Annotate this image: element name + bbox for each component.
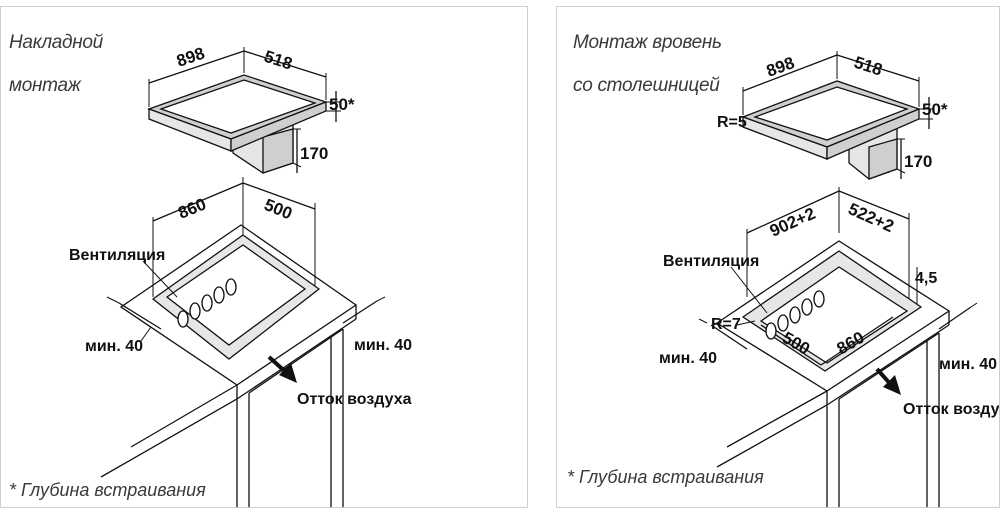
ventilation-holes [177, 278, 237, 328]
ventilation-label: Вентиляция [69, 247, 165, 264]
dim-box: 170 [300, 144, 328, 163]
hob-dimension-lines [742, 51, 933, 179]
footnote: * Глубина встраивания [567, 467, 764, 487]
airflow-label: Отток воздуха [903, 401, 1000, 418]
countertop [715, 240, 951, 507]
dim-depth: 518 [262, 47, 295, 74]
min-right-label: мин. 40 [939, 356, 997, 373]
radius-cut-leader [736, 320, 756, 326]
cutout-dimension-lines [746, 187, 918, 307]
panel-title-line2: монтаж [9, 75, 82, 96]
ventilation-leader [142, 260, 178, 298]
min-left-label: мин. 40 [659, 350, 717, 367]
footnote: * Глубина встраивания [9, 480, 206, 500]
flush-mount-drawing: Монтаж вровень со столешницей [567, 32, 1000, 507]
panel-title-line1: Накладной [9, 32, 104, 53]
radius-cut-label: R=7 [711, 316, 741, 333]
dim-width: 898 [174, 44, 207, 71]
ventilation-holes [765, 290, 825, 340]
dim-height: 50* [922, 100, 948, 119]
min-left-label: мин. 40 [85, 338, 143, 355]
ventilation-leader [730, 266, 768, 314]
cut-width: 902+2 [767, 204, 818, 241]
cut-width: 860 [175, 194, 208, 222]
hob-glass-top [147, 74, 328, 152]
min-clearance-left-marker [698, 318, 748, 350]
airflow-arrow-icon [267, 355, 297, 383]
panel-title-line2: со столешницей [573, 75, 720, 96]
dim-depth: 518 [852, 53, 885, 80]
radius-top-label: R=5 [717, 114, 747, 131]
min-clearance-left-marker [106, 296, 162, 342]
surface-mount-panel: Накладной монтаж [0, 6, 528, 508]
hob-dimension-lines [148, 47, 341, 173]
min-clearance-right-marker [938, 302, 978, 330]
flush-mount-panel: Монтаж вровень со столешницей [556, 6, 1000, 508]
dim-width: 898 [764, 53, 797, 81]
hob-glass-top [741, 80, 921, 160]
ventilation-label: Вентиляция [663, 253, 759, 270]
surface-mount-drawing: Накладной монтаж [9, 32, 412, 507]
airflow-arrow-icon [875, 367, 901, 395]
airflow-label: Отток воздуха [297, 391, 412, 408]
min-clearance-right-marker [342, 296, 386, 324]
panel-title-line1: Монтаж вровень [573, 32, 722, 53]
dim-box: 170 [904, 152, 932, 171]
cut-depth: 522+2 [845, 199, 896, 236]
countertop [100, 224, 358, 507]
min-right-label: мин. 40 [354, 337, 412, 354]
dim-height: 50* [329, 95, 355, 114]
rebate-depth-label: 4,5 [915, 270, 937, 287]
